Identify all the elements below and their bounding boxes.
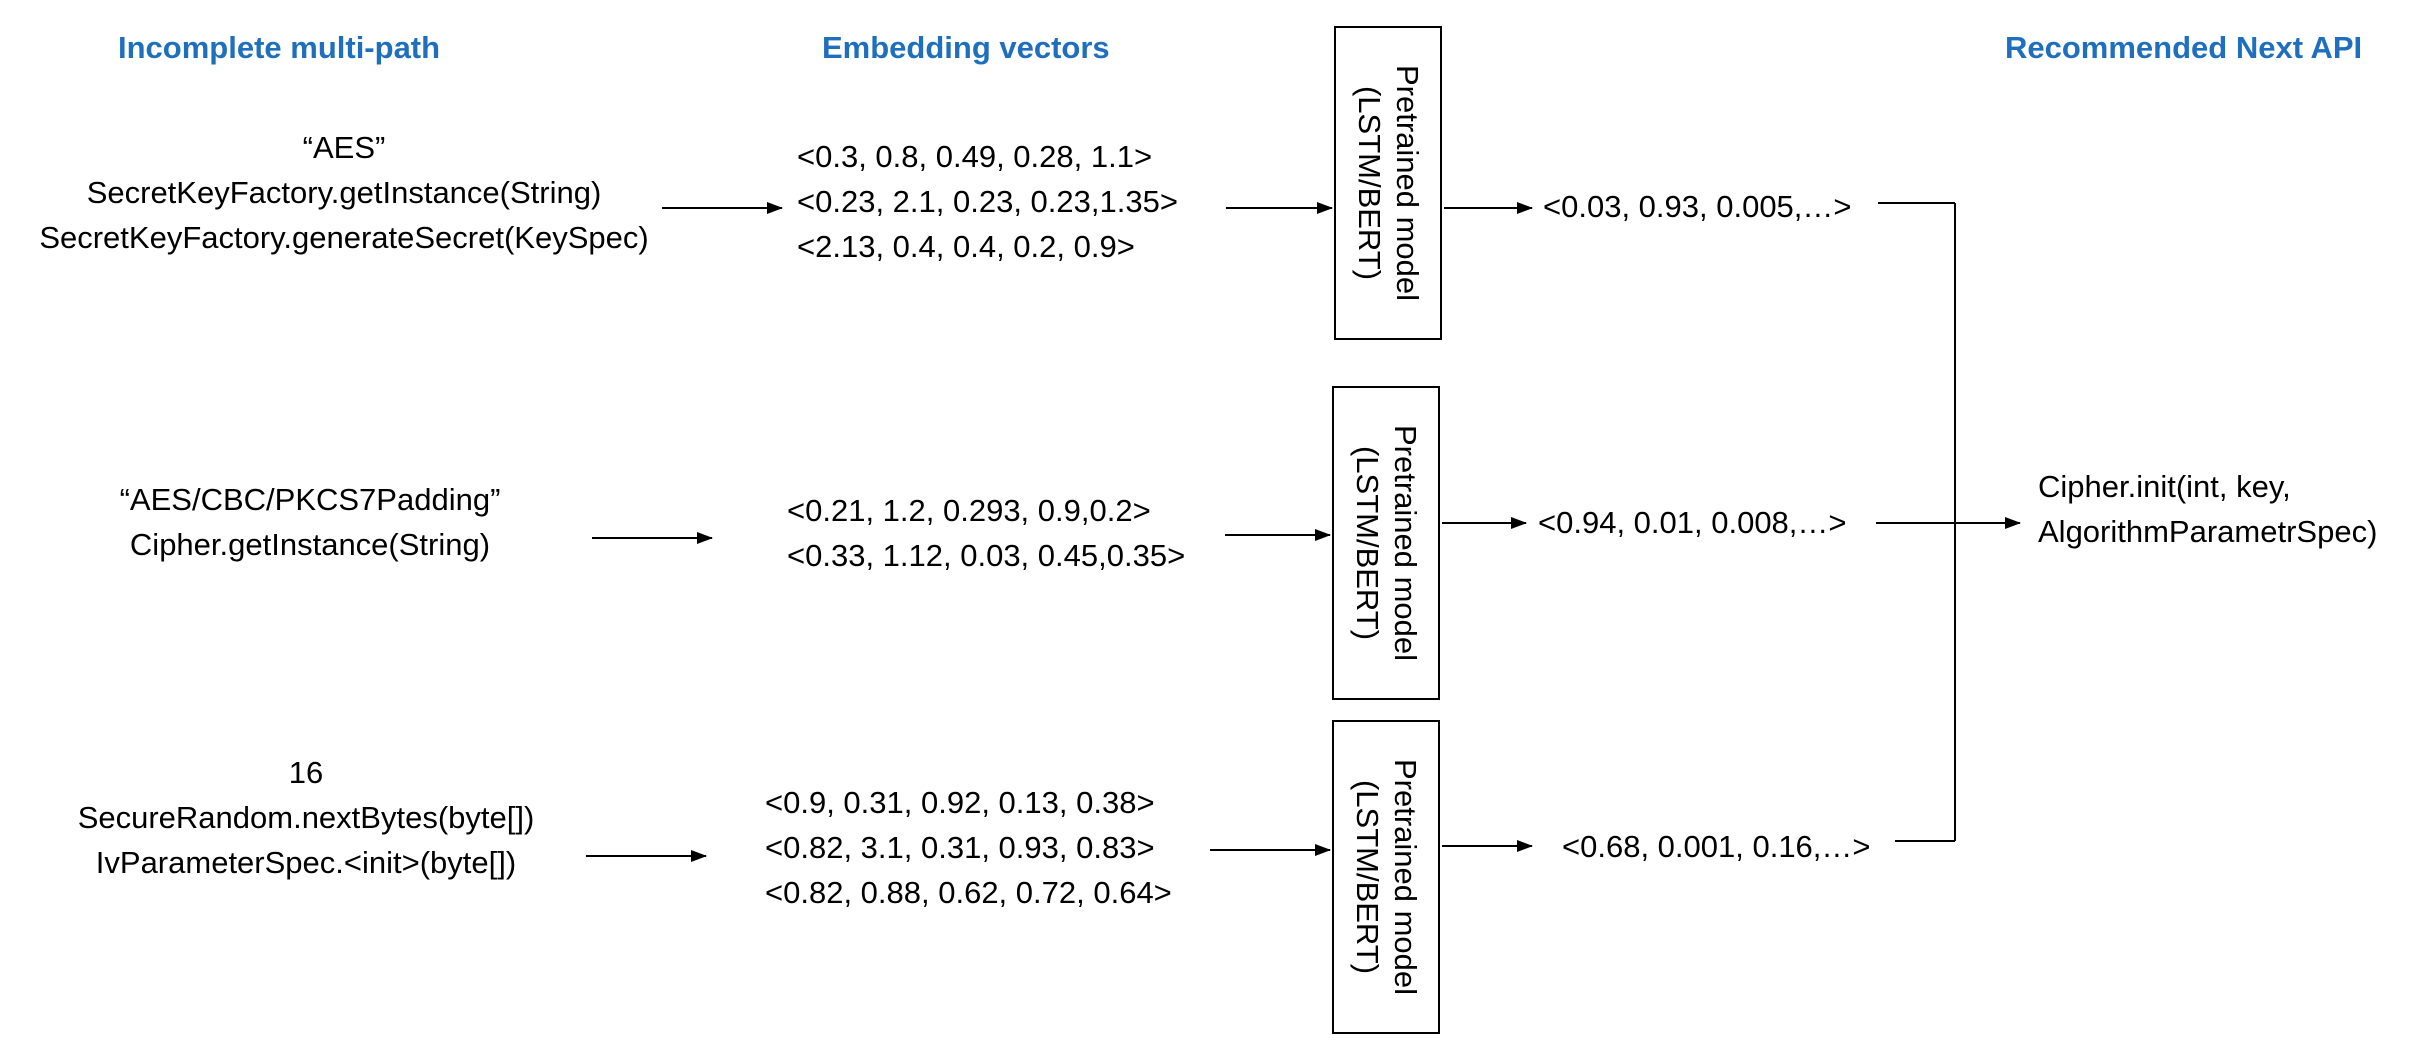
- heading-output: Recommended Next API: [2005, 30, 2363, 65]
- output-vector-2: <0.94, 0.01, 0.008,…>: [1538, 505, 1847, 540]
- pretrained-model-box-3: Pretrained model (LSTM/BERT): [1332, 720, 1440, 1034]
- input-path-2-line-2: Cipher.getInstance(String): [129, 527, 491, 562]
- recommended-api: Cipher.init(int, key, AlgorithmParametrS…: [2038, 464, 2377, 554]
- input-path-3-line-1: 16: [288, 755, 324, 790]
- input-path-3-line-2: SecureRandom.nextBytes(byte[]): [77, 800, 535, 835]
- heading-embedding: Embedding vectors: [822, 30, 1110, 65]
- input-path-1-line-1: “AES”: [302, 130, 386, 165]
- recommended-api-line-1: Cipher.init(int, key,: [2038, 469, 2291, 504]
- input-path-3: 16 SecureRandom.nextBytes(byte[]) IvPara…: [14, 750, 598, 885]
- pretrained-model-box-2: Pretrained model (LSTM/BERT): [1332, 386, 1440, 700]
- input-path-1-line-2: SecretKeyFactory.getInstance(String): [86, 175, 602, 210]
- embedding-2-vector-1: <0.21, 1.2, 0.293, 0.9,0.2>: [787, 493, 1151, 528]
- heading-input: Incomplete multi-path: [118, 30, 441, 65]
- embedding-3-vector-2: <0.82, 3.1, 0.31, 0.93, 0.83>: [765, 830, 1155, 865]
- input-path-1: “AES” SecretKeyFactory.getInstance(Strin…: [14, 125, 674, 260]
- embedding-1-vector-3: <2.13, 0.4, 0.4, 0.2, 0.9>: [797, 229, 1135, 264]
- input-path-2-line-1: “AES/CBC/PKCS7Padding”: [119, 482, 501, 517]
- recommended-api-line-2: AlgorithmParametrSpec): [2038, 514, 2378, 549]
- embedding-3-vector-3: <0.82, 0.88, 0.62, 0.72, 0.64>: [765, 875, 1172, 910]
- embedding-vectors-3: <0.9, 0.31, 0.92, 0.13, 0.38> <0.82, 3.1…: [765, 780, 1172, 915]
- embedding-1-vector-2: <0.23, 2.1, 0.23, 0.23,1.35>: [797, 184, 1178, 219]
- input-path-2: “AES/CBC/PKCS7Padding” Cipher.getInstanc…: [60, 477, 560, 567]
- embedding-2-vector-2: <0.33, 1.12, 0.03, 0.45,0.35>: [787, 538, 1186, 573]
- embedding-1-vector-1: <0.3, 0.8, 0.49, 0.28, 1.1>: [797, 139, 1153, 174]
- input-path-3-line-3: IvParameterSpec.<init>(byte[]): [95, 845, 517, 880]
- pretrained-model-box-1: Pretrained model (LSTM/BERT): [1334, 26, 1442, 340]
- embedding-vectors-1: <0.3, 0.8, 0.49, 0.28, 1.1> <0.23, 2.1, …: [797, 134, 1178, 269]
- input-path-1-line-3: SecretKeyFactory.generateSecret(KeySpec): [39, 220, 649, 255]
- output-vector-1: <0.03, 0.93, 0.005,…>: [1543, 189, 1852, 224]
- embedding-vectors-2: <0.21, 1.2, 0.293, 0.9,0.2> <0.33, 1.12,…: [787, 488, 1185, 578]
- embedding-3-vector-1: <0.9, 0.31, 0.92, 0.13, 0.38>: [765, 785, 1155, 820]
- output-vector-3: <0.68, 0.001, 0.16,…>: [1562, 829, 1871, 864]
